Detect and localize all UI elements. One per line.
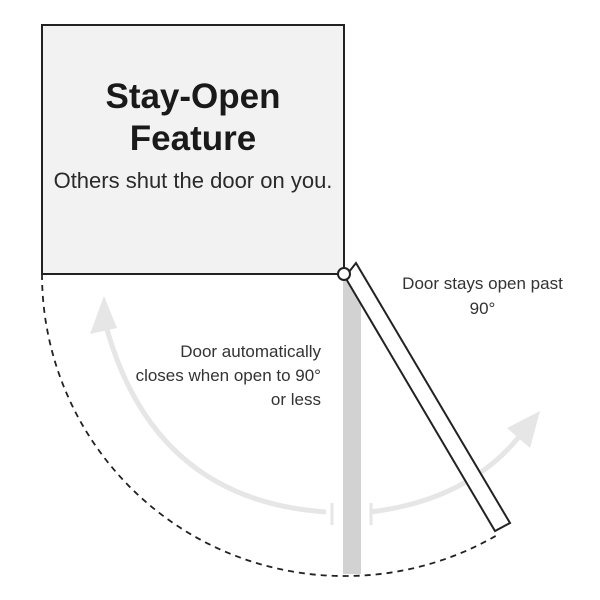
close-arrowhead xyxy=(90,296,117,334)
door-closed-position xyxy=(343,276,361,574)
swing-arc xyxy=(41,273,500,577)
auto-close-note: Door automatically closes when open to 9… xyxy=(135,342,321,409)
open-arrowhead xyxy=(507,411,540,448)
title: Stay-Open Feature xyxy=(105,77,281,158)
room-box xyxy=(41,24,345,275)
close-arrow xyxy=(101,317,327,515)
stays-open-note: Door stays open past 90° xyxy=(402,274,563,318)
open-arrow xyxy=(369,431,524,515)
door-open-position xyxy=(343,261,512,533)
subtitle: Others shut the door on you. xyxy=(53,168,333,193)
hinge xyxy=(337,267,351,281)
